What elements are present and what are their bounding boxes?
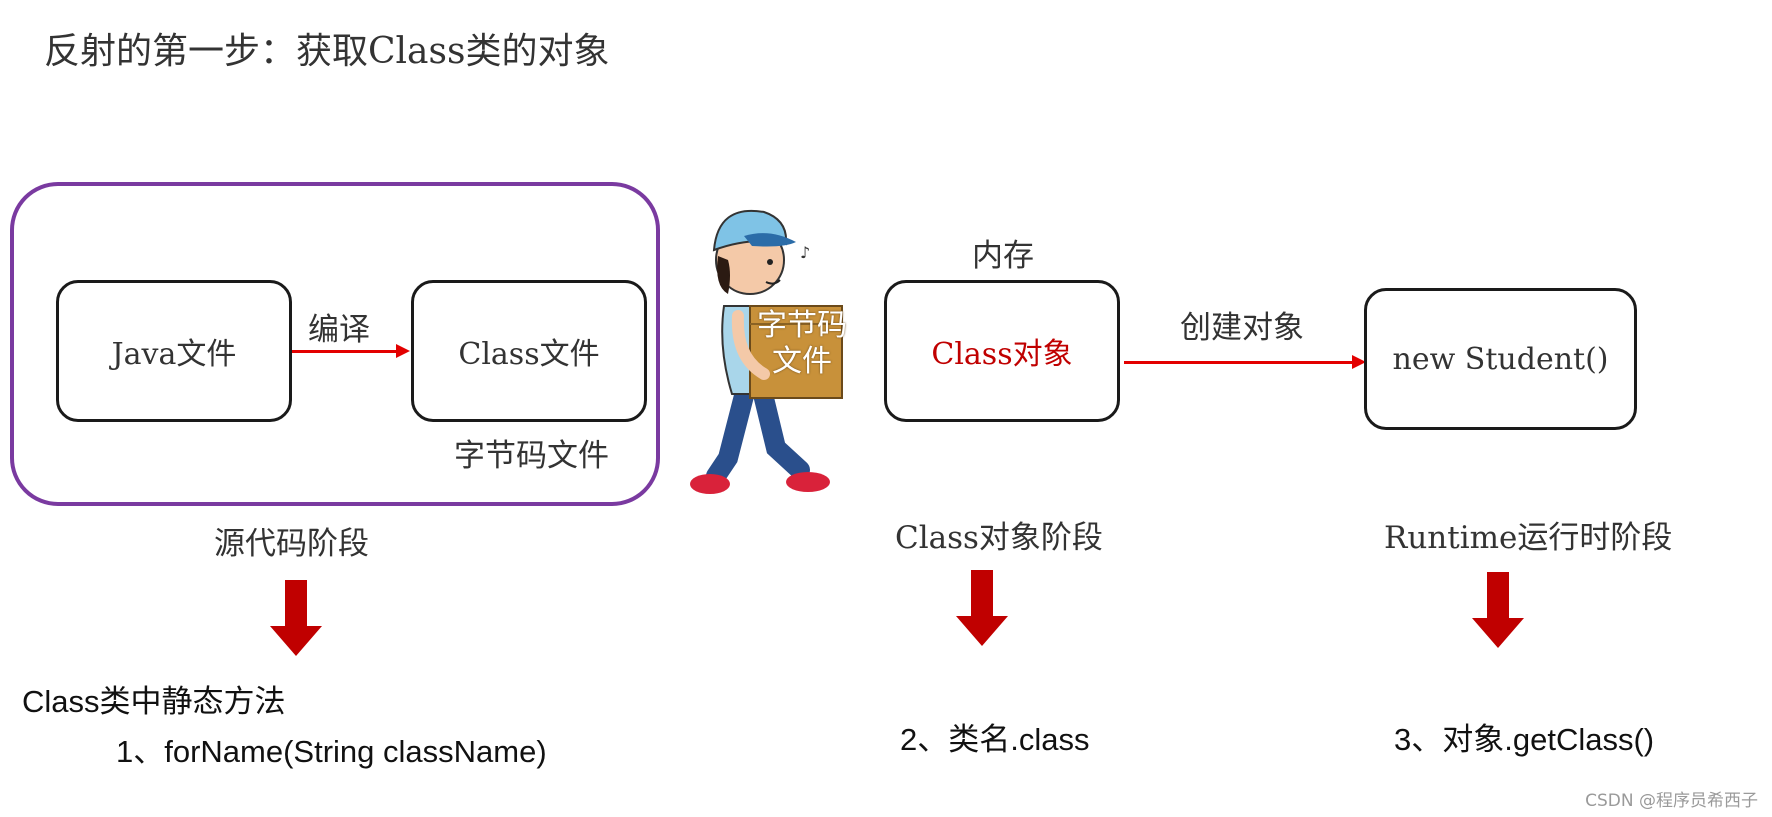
java-file-label: Java文件 <box>111 337 237 372</box>
down-arrow-icon <box>270 580 322 656</box>
watermark: CSDN @程序员希西子 <box>1585 791 1758 811</box>
delivery-worker-illustration: ♪ <box>690 209 843 494</box>
method-class-literal: 2、类名.class <box>900 722 1090 757</box>
down-arrow-icon <box>1472 572 1524 648</box>
class-file-box: Class文件 <box>411 280 647 422</box>
static-methods-title: Class类中静态方法 <box>22 684 286 719</box>
method-getclass: 3、对象.getClass() <box>1394 722 1655 757</box>
source-stage-group <box>10 182 660 506</box>
down-arrow-icon <box>956 570 1008 646</box>
class-object-box: Class对象 <box>884 280 1120 422</box>
source-stage-label: 源代码阶段 <box>214 526 369 562</box>
page-title: 反射的第一步：获取Class类的对象 <box>44 31 610 72</box>
compile-label: 编译 <box>308 312 370 348</box>
class-file-label: Class文件 <box>458 337 600 372</box>
runtime-stage-label: Runtime运行时阶段 <box>1384 520 1673 556</box>
class-object-stage-label: Class对象阶段 <box>895 520 1103 556</box>
create-arrow-head <box>1352 355 1366 369</box>
runtime-box-label: new Student() <box>1392 341 1609 377</box>
memory-label: 内存 <box>972 238 1034 274</box>
create-arrow-line <box>1124 361 1354 364</box>
bytecode-label: 字节码文件 <box>454 438 609 474</box>
java-file-box: Java文件 <box>56 280 292 422</box>
runtime-box: new Student() <box>1364 288 1637 430</box>
svg-text:♪: ♪ <box>800 243 810 262</box>
compile-arrow-line <box>292 350 398 353</box>
worker-box-label: 字节码文件 <box>757 308 847 379</box>
method-forname: 1、forName(String className) <box>116 734 547 769</box>
compile-arrow-head <box>396 344 410 358</box>
class-object-label: Class对象 <box>931 337 1073 372</box>
create-object-label: 创建对象 <box>1180 310 1304 346</box>
